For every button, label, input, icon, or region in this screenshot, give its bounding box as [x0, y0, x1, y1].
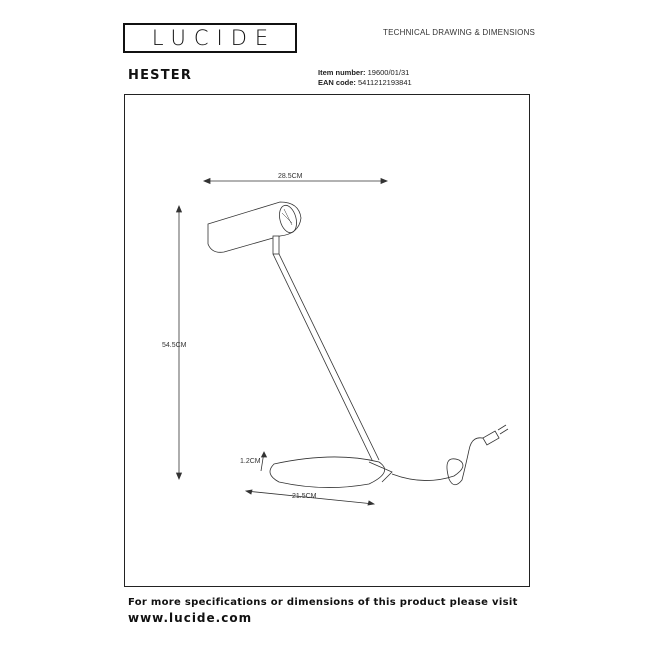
technical-drawing: 28.5CM 54.5CM 1.2CM 21.5CM — [162, 173, 509, 506]
base-width-dimension-label: 21.5CM — [292, 493, 317, 500]
arm-line-right — [278, 253, 380, 461]
lamp-base — [269, 456, 386, 488]
footer-text: For more specifications or dimensions of… — [128, 597, 518, 608]
lamp-joint — [272, 235, 280, 255]
base-width-arrow-left — [244, 489, 253, 495]
arrow-up — [175, 204, 183, 213]
ean-code: EAN code: 5411212193841 — [318, 78, 412, 87]
plug-body — [482, 430, 500, 446]
ean-code-value: 5411212193841 — [358, 78, 412, 87]
base-height-arrow-up — [260, 451, 268, 458]
lamp-opening — [279, 204, 297, 234]
width-dimension-label: 28.5CM — [278, 173, 303, 180]
product-name: HESTER — [128, 68, 193, 83]
item-number-label: Item number: — [318, 68, 366, 77]
arrow-down — [175, 472, 183, 481]
base-height-dimension-label: 1.2CM — [240, 458, 261, 465]
height-dimension-label: 54.5CM — [162, 342, 187, 349]
plug-pin-1 — [497, 424, 507, 431]
power-cable — [391, 437, 487, 486]
document-type: TECHNICAL DRAWING & DIMENSIONS — [383, 28, 536, 37]
arrow-left — [202, 177, 211, 185]
lamp-head — [207, 201, 302, 253]
drawing-frame — [124, 94, 530, 587]
brand-name: LUCIDE — [151, 26, 277, 50]
website-link[interactable]: www.lucide.com — [128, 611, 253, 625]
base-hinge — [368, 461, 393, 483]
item-number: Item number: 19600/01/31 — [318, 68, 409, 77]
base-width-dimension-line — [245, 490, 375, 505]
plug-pin-2 — [499, 428, 509, 435]
lamp-opening-detail — [281, 208, 293, 226]
ean-code-label: EAN code: — [318, 78, 356, 87]
item-number-value: 19600/01/31 — [367, 68, 410, 77]
arrow-right — [380, 177, 389, 185]
base-width-arrow-right — [367, 500, 376, 506]
brand-logo: LUCIDE — [123, 23, 297, 53]
arm-line-left — [272, 253, 374, 463]
